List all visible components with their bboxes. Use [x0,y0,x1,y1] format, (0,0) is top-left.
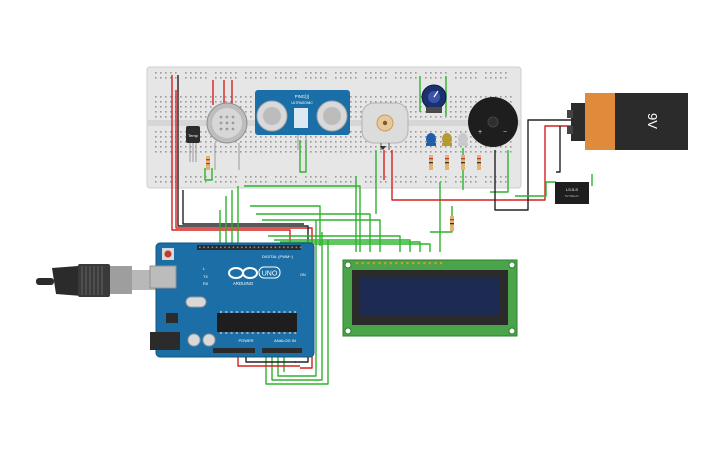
usb-cable-icon [36,264,160,297]
ultrasonic-label: PING))) [295,94,310,99]
led-resistors [429,155,481,170]
gas-sensor-resistor [206,156,210,170]
wire-red-power-2 [175,90,313,369]
wire-green-a0 [265,240,329,385]
wire-green-14 [286,243,431,252]
power-header-label: POWER [238,338,253,343]
arduino-brand: ARDUINO [233,281,254,286]
wire-green-13 [280,241,421,252]
digital-header-label: DIGITAL (PWM~) [262,254,294,259]
dc-motor-icon[interactable] [361,102,409,150]
buzzer-minus-label: − [503,129,507,136]
lcd-header-pins [356,262,443,265]
relay-sub-label: 5V RELAY [565,194,579,198]
arduino-model: UNO [262,271,278,278]
wire-green-7 [244,185,361,252]
ultrasonic-sub-label: ULTRASONIC [291,101,313,105]
wire-black-relay [556,126,561,173]
wire-green-8 [250,205,321,246]
digital-header-pins [199,246,302,249]
analog-header-label: ANALOG IN [274,338,296,343]
buzzer-plus-label: + [478,129,482,136]
temp-sensor-label: Temp [188,133,199,138]
wire-green-buzz [490,150,509,193]
arduino-infinity-logo-icon [228,267,258,279]
wire-red-battery [391,125,575,201]
wire-green-relay [515,181,556,197]
l-led-label: L [203,267,205,271]
wire-green-11 [268,235,401,252]
led-blue[interactable] [426,133,436,146]
wire-black-battery [494,119,575,211]
wire-green-2 [299,140,307,173]
arduino-uno-board[interactable]: DIGITAL (PWM~) ARDUINO UNO L TX RX ON PO… [149,242,315,358]
piezo-buzzer-icon[interactable]: + − [468,97,518,147]
wire-green-a2 [277,220,317,377]
led-yellow[interactable] [442,133,452,146]
wire-green-res [430,206,453,233]
atmega-chip-pins [220,311,297,334]
ultrasonic-sensor-icon[interactable]: PING))) ULTRASONIC [255,90,350,150]
gas-sensor-icon[interactable] [206,102,248,170]
wire-black-gnd [177,75,309,363]
wire-red-power [171,75,291,246]
relay-icon[interactable]: LS-5-S 5V RELAY [555,182,589,204]
on-led-label: ON [300,273,306,277]
wire-black-gnd-2 [182,190,304,225]
temp-sensor[interactable]: Temp [186,126,200,162]
relay-label: LS-5-S [566,188,578,192]
battery-label: 9V [645,113,660,129]
wire-green-1 [204,168,213,181]
wire-green-12 [274,239,411,252]
tx-led-label: TX [203,275,208,279]
lcd-16x2-icon[interactable] [342,259,518,337]
wires [171,75,593,385]
external-resistor [450,216,454,231]
led-gray[interactable] [458,133,468,146]
battery-9v-icon[interactable]: 9V [567,93,688,150]
rx-led-label: RX [203,282,209,286]
potentiometer-icon[interactable] [421,84,447,113]
